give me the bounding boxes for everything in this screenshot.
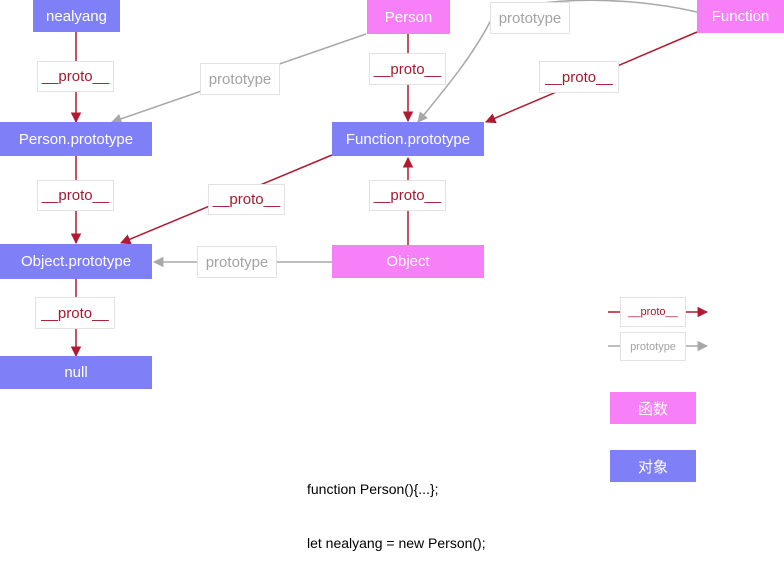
node-object: Object [332,245,484,278]
label-function-proto: __proto__ [539,61,619,93]
node-function-prototype: Function.prototype [332,122,484,156]
label-objectprototype-proto: __proto__ [35,297,115,329]
legend-function-swatch: 函数 [610,392,696,424]
label-nealyang-proto: __proto__ [37,61,114,92]
legend-proto-label: __proto__ [620,297,686,327]
node-person: Person [367,0,450,34]
node-nealyang: nealyang [33,0,120,32]
label-functionprototype-proto: __proto__ [208,184,285,215]
label-object-prototype: prototype [197,246,277,278]
label-function-prototype: prototype [490,2,570,34]
node-function: Function [697,0,784,33]
label-object-proto: __proto__ [369,180,446,211]
label-person-prototype: prototype [200,63,280,95]
code-snippet: function Person(){...}; let nealyang = n… [307,444,486,570]
legend-object-swatch: 对象 [610,450,696,482]
code-line-1: function Person(){...}; [307,481,439,497]
label-person-proto: __proto__ [369,53,446,85]
node-person-prototype: Person.prototype [0,122,152,156]
label-personprototype-proto: __proto__ [37,180,114,211]
node-null: null [0,356,152,389]
legend-prototype-label: prototype [620,332,686,361]
node-object-prototype: Object.prototype [0,244,152,279]
code-line-2: let nealyang = new Person(); [307,535,486,551]
